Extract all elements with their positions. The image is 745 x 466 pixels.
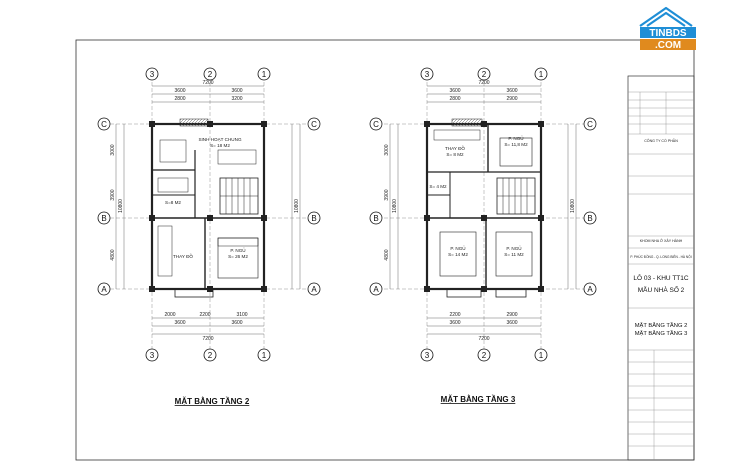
f3-room-bed3: P. NGỦ (506, 245, 521, 251)
f2-axis-label: 3 (150, 351, 155, 360)
f2-room-living-area: S= 18 M2 (210, 143, 230, 148)
f3-axis-label: 3 (425, 70, 430, 79)
f3-room-dress: THAY ĐỒ (445, 145, 465, 151)
f2-room-living: SINH HOẠT CHUNG (198, 137, 241, 142)
tinbds-logo: TINBDS .COM (639, 6, 696, 51)
f2-dim-right-total: 10800 (294, 199, 300, 213)
f3-axis-label: 2 (482, 70, 487, 79)
f2-dim-bottom-part: 3600 (174, 320, 185, 326)
f2-axis-label: 2 (208, 70, 213, 79)
f2-dim-left-total: 10800 (118, 199, 124, 213)
f3-room-wc: S= 4 M2 (429, 184, 447, 189)
f2-dim-top-part: 3600 (174, 88, 185, 94)
sheet-title-2: MẶT BẰNG TẦNG 3 (635, 329, 688, 337)
f3-dim-bottom-part: 3600 (506, 320, 517, 326)
f3-dim-top-part: 3600 (506, 88, 517, 94)
house-roof-icon (639, 6, 693, 27)
f3-dim-bottom-total: 7200 (478, 336, 489, 342)
f3-dim-bottom-sub: 2900 (506, 312, 517, 318)
f3-axis-label: A (373, 285, 379, 294)
f3-dim-top-total: 7200 (478, 80, 489, 86)
project-label: KHOM NHA Ở XÂY HÀNH (640, 238, 683, 243)
f2-dim-top-part: 3600 (231, 88, 242, 94)
f2-axis-label: C (311, 120, 317, 129)
logo-line1: TINBDS (649, 28, 687, 39)
f3-axis-label: 1 (539, 351, 544, 360)
project-location: P. PHÚC ĐỒNG - Q. LONG BIÊN - HÀ NỘI (630, 254, 691, 259)
floor3-plan (384, 82, 584, 350)
floor2-plan (110, 82, 308, 350)
lot-label: LÔ 03 - KHU TT1C (633, 273, 688, 282)
f3-axis-label: C (587, 120, 593, 129)
floor3-caption: MẶT BẰNG TẦNG 3 (441, 394, 516, 404)
f3-axis-label: 2 (482, 351, 487, 360)
f3-dim-left: 3900 (384, 189, 390, 200)
company-name: CÔNG TY CỔ PHẦN (644, 138, 678, 143)
f2-room-bed-area: S= 26 M2 (228, 254, 248, 259)
f3-axis-label: 1 (539, 70, 544, 79)
f2-dim-left: 3000 (110, 144, 116, 155)
f3-dim-top-sub: 2900 (506, 96, 517, 102)
f2-dim-bottom-sub: 2200 (199, 312, 210, 318)
f2-dim-left: 3900 (110, 189, 116, 200)
f3-room-bed3-area: S= 11 M2 (504, 252, 524, 257)
f3-dim-bottom-sub: 2200 (449, 312, 460, 318)
f3-dim-top-sub: 2800 (449, 96, 460, 102)
f2-dim-top-sub: 2800 (174, 96, 185, 102)
f2-axis-label: B (101, 214, 106, 223)
f2-room-bed: P. NGỦ (230, 247, 245, 253)
f2-dim-bottom-sub: 2000 (164, 312, 175, 318)
f3-dim-left-total: 10800 (392, 199, 398, 213)
f3-room-bed2: P. NGỦ (450, 245, 465, 251)
f2-dim-left: 4800 (110, 249, 116, 260)
f2-axis-label: 1 (262, 351, 267, 360)
f2-dim-top-total: 7200 (202, 80, 213, 86)
f2-axis-label: C (101, 120, 107, 129)
f3-axis-label: C (373, 120, 379, 129)
f3-room-bed2-area: S= 14 M2 (448, 252, 468, 257)
f2-axis-label: 2 (208, 351, 213, 360)
f3-axis-label: A (587, 285, 593, 294)
f3-dim-bottom-part: 3600 (449, 320, 460, 326)
f2-axis-label: 1 (262, 70, 267, 79)
f2-room-dress: THAY ĐỒ (173, 253, 193, 259)
f3-dim-left: 3000 (384, 144, 390, 155)
f2-axis-label: A (311, 285, 317, 294)
f3-dim-top-part: 3600 (449, 88, 460, 94)
f3-axis-bubbles: 3 2 1 3 2 1 C B A C B A (369, 67, 597, 362)
model-label: MẪU NHÀ SỐ 2 (638, 284, 685, 294)
f3-room-bed1: P. NGỦ (508, 135, 523, 141)
f2-axis-label: 3 (150, 70, 155, 79)
f2-room-wc: S=8 M2 (165, 200, 181, 205)
title-block: CÔNG TY CỔ PHẦN KHOM NHA Ở XÂY HÀNH P. P… (627, 75, 695, 461)
f2-dim-bottom-sub: 3100 (236, 312, 247, 318)
f2-dim-top-sub: 3200 (231, 96, 242, 102)
f3-dim-right-total: 10800 (570, 199, 576, 213)
f3-axis-label: 3 (425, 351, 430, 360)
f2-dim-bottom-total: 7200 (202, 336, 213, 342)
f2-dim-bottom-part: 3600 (231, 320, 242, 326)
sheet-title-1: MẶT BẰNG TẦNG 2 (635, 321, 688, 329)
f3-room-bed1-area: S= 11,8 M2 (504, 142, 528, 147)
f3-axis-label: B (587, 214, 592, 223)
f2-axis-bubbles: 3 2 1 3 2 1 C B A C B A (97, 67, 321, 362)
f3-axis-label: B (373, 214, 378, 223)
f3-dim-left: 4800 (384, 249, 390, 260)
f3-room-dress-area: S= 8 M2 (446, 152, 464, 157)
f2-axis-label: A (101, 285, 107, 294)
logo-line2: .COM (655, 40, 681, 51)
f2-axis-label: B (311, 214, 316, 223)
floor2-caption: MẶT BẰNG TẦNG 2 (175, 396, 250, 406)
